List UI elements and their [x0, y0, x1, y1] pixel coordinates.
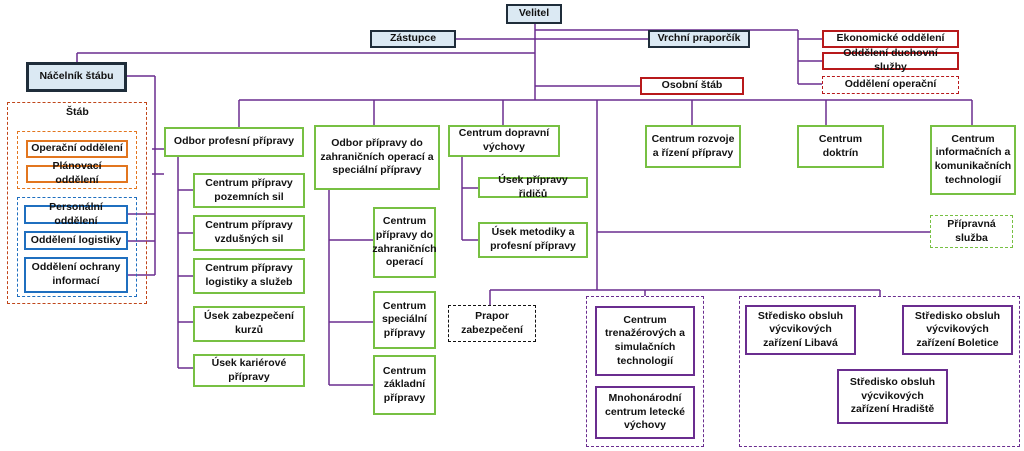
centrum-zahranicnich-operaci-box: Centrum přípravy do zahraničních operací — [372, 207, 437, 278]
ekonomicke-oddeleni-box: Ekonomické oddělení — [822, 30, 959, 48]
stab-group — [7, 102, 147, 304]
nacelnik-stabu-box: Náčelník štábu — [26, 62, 127, 92]
stab-orange-group — [17, 131, 137, 189]
oddeleni-ochrany-informaci-box: Oddělení ochrany informací — [24, 257, 128, 293]
stredisko-boletice-box: Středisko obsluh výcvikových zařízení Bo… — [902, 305, 1013, 355]
mnohonarodni-centrum-box: Mnohonárodní centrum letecké výchovy — [595, 386, 695, 439]
usek-zabezpeceni-kurzu-box: Úsek zabezpečení kurzů — [193, 306, 305, 342]
zastupce-box: Zástupce — [370, 30, 456, 48]
odbor-profesni-pripravy-box: Odbor profesní přípravy — [164, 127, 304, 157]
centrum-dopravni-vychovy-box: Centrum dopravní výchovy — [448, 125, 560, 157]
centrum-ikt-box: Centrum informačních a komunikačních tec… — [930, 125, 1016, 195]
stredisko-libava-box: Středisko obsluh výcvikových zařízení Li… — [745, 305, 856, 355]
centrum-trenazerovych-box: Centrum trenažérových a simulačních tech… — [595, 306, 695, 376]
strediska-group — [739, 296, 1020, 447]
usek-pripravy-ridicu-box: Úsek přípravy řidičů — [478, 174, 588, 200]
osobni-stab-box: Osobní štáb — [640, 77, 744, 95]
vrchni-praporcik-box: Vrchní praporčík — [648, 30, 750, 48]
stab-label: Štáb — [66, 106, 89, 118]
odbor-zahranicnich-operaci-box: Odbor přípravy do zahraničních operací a… — [314, 125, 440, 190]
centrum-pozemnich-sil-box: Centrum přípravy pozemních sil — [193, 173, 305, 208]
stab-blue-group — [17, 197, 137, 297]
personalni-oddeleni-box: Personální oddělení — [24, 201, 128, 227]
oddeleni-logistiky-box: Oddělení logistiky — [24, 231, 128, 250]
centrum-specialni-pripravy-box: Centrum speciální přípravy — [373, 291, 436, 349]
trenazer-group — [586, 296, 704, 447]
centrum-rozvoje-box: Centrum rozvoje a řízení přípravy — [645, 125, 741, 168]
stredisko-hradiste-box: Středisko obsluh výcvikových zařízení Hr… — [837, 369, 948, 424]
pripravna-sluzba-box: Přípravná služba — [930, 215, 1013, 248]
oddeleni-duchovni-sluzby-box: Oddělení duchovní služby — [822, 47, 959, 73]
prapor-zabezpeceni-box: Prapor zabezpečení — [448, 305, 536, 342]
planovaci-oddeleni-box: Plánovací oddělení — [26, 160, 128, 186]
velitel-box: Velitel — [506, 4, 562, 24]
centrum-zakladni-pripravy-box: Centrum základní přípravy — [373, 355, 436, 415]
oddeleni-operacni-box: Oddělení operační — [822, 76, 959, 94]
usek-metodiky-box: Úsek metodiky a profesní přípravy — [478, 222, 588, 258]
centrum-logistiky-box: Centrum přípravy logistiky a služeb — [193, 258, 305, 294]
operacni-oddeleni-box: Operační oddělení — [26, 140, 128, 158]
centrum-doktrin-box: Centrum doktrín — [797, 125, 884, 168]
centrum-vzdusnych-sil-box: Centrum přípravy vzdušných sil — [193, 215, 305, 251]
usek-karierove-pripravy-box: Úsek kariérové přípravy — [193, 354, 305, 387]
